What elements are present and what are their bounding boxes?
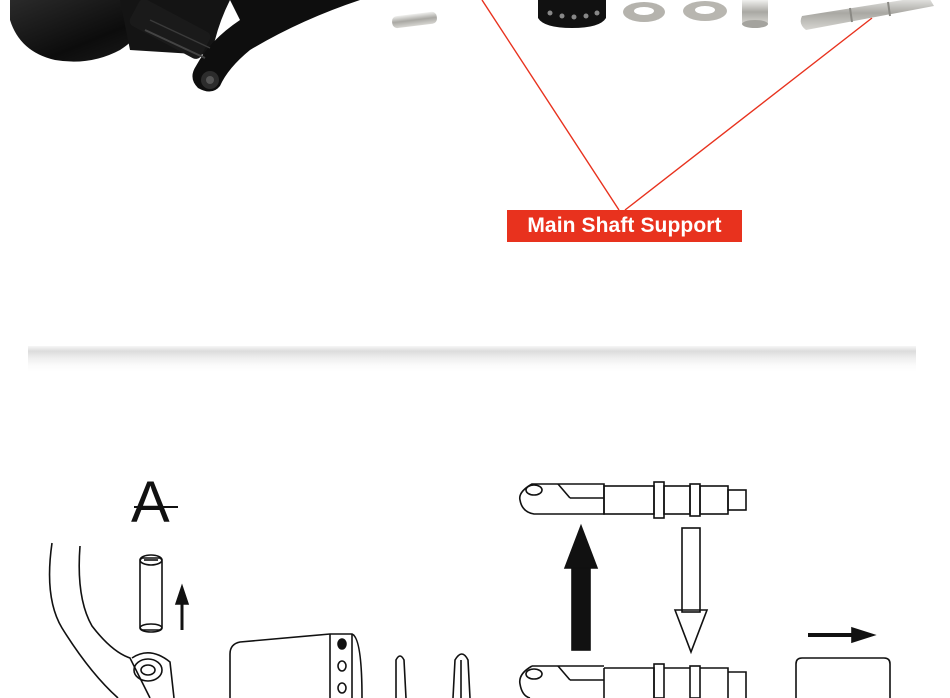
handle-knob: [10, 0, 360, 92]
diagram-support-body: [229, 633, 363, 698]
diagram-bushing: [795, 657, 891, 698]
callout-line-right: [624, 17, 873, 211]
diagram-handle-arm: [48, 542, 175, 698]
diagram-arrow-right: [808, 626, 877, 644]
diagram-washer-1: [395, 655, 407, 698]
diagram-washer-2: [452, 653, 471, 698]
diagram-shaft-lower: [518, 663, 747, 698]
bushing: [742, 0, 768, 28]
washer-2: [683, 1, 727, 21]
section-divider: [28, 346, 916, 372]
diagram-shaft-upper: [518, 481, 747, 519]
assembly-diagram: [48, 481, 891, 698]
diagram-marker-letter: A: [131, 470, 170, 535]
shaft-support-body: [538, 0, 606, 28]
diagram-arrow-down-large: [673, 527, 709, 655]
small-pin: [392, 11, 437, 29]
product-photo: [10, 0, 934, 211]
main-shaft-support-label: Main Shaft Support: [507, 210, 742, 242]
diagram-pin: [139, 554, 163, 633]
main-shaft: [800, 0, 934, 30]
diagram-arrow-up-large: [563, 523, 599, 651]
washer-1: [623, 2, 665, 22]
diagram-arrow-up-small: [174, 583, 190, 630]
callout-line-left: [481, 0, 620, 211]
